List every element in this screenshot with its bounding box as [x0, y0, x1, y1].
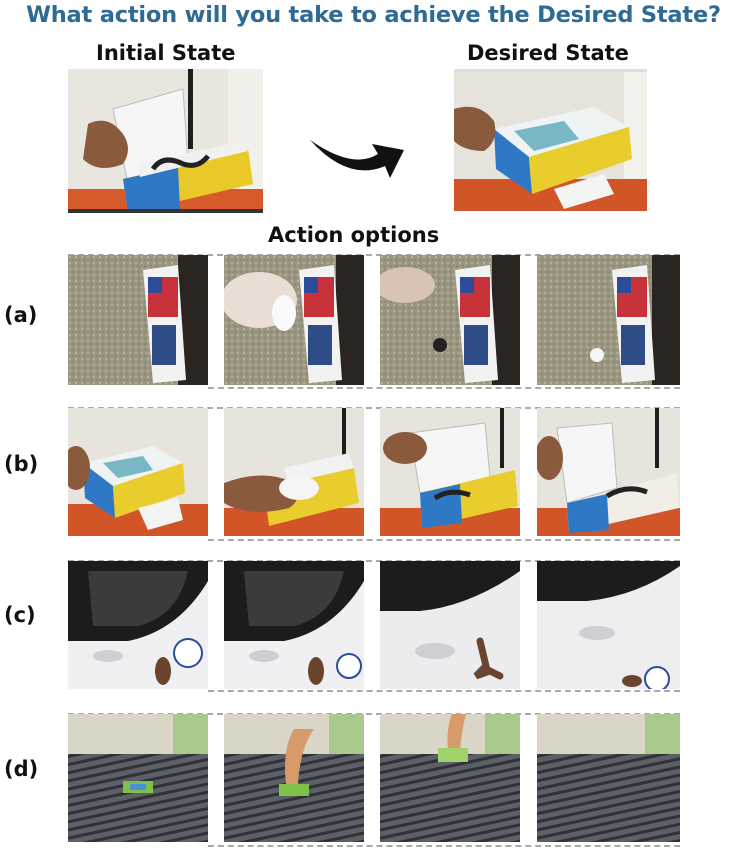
desired-state-image: [454, 69, 647, 211]
option-c-label[interactable]: (c): [4, 603, 36, 627]
row-d-top-dash: [68, 713, 680, 715]
option-a-frame-4: [537, 255, 680, 385]
option-b-frame-4: [537, 408, 680, 536]
option-b-label[interactable]: (b): [4, 452, 39, 476]
option-c-frame-2: [224, 561, 364, 689]
action-options-heading: Action options: [268, 223, 440, 247]
arrow-icon: [308, 118, 406, 178]
row-c-bottom-dash: [208, 690, 680, 692]
question-title: What action will you take to achieve the…: [26, 2, 721, 28]
row-c-top-dash: [68, 560, 680, 562]
desired-state-label: Desired State: [467, 41, 629, 65]
option-b-frame-3: [380, 408, 520, 536]
option-d-frame-1: [68, 714, 208, 842]
option-d-frame-4: [537, 714, 680, 842]
row-b-bottom-dash: [208, 539, 680, 541]
option-d-label[interactable]: (d): [4, 757, 39, 781]
option-b-frame-2: [224, 408, 364, 536]
option-d-frame-2: [224, 714, 364, 842]
initial-state-image: [68, 69, 263, 213]
option-c-frame-3: [380, 561, 520, 689]
row-a-top-dash: [68, 254, 680, 256]
row-d-bottom-dash: [208, 845, 680, 847]
option-b-frame-1: [68, 408, 208, 536]
option-d-frame-3: [380, 714, 520, 842]
row-a-bottom-dash: [208, 387, 680, 389]
option-c-frame-1: [68, 561, 208, 689]
option-c-frame-4: [537, 561, 680, 689]
option-a-frame-3: [380, 255, 520, 385]
option-a-frame-2: [224, 255, 364, 385]
initial-state-label: Initial State: [96, 41, 236, 65]
row-b-top-dash: [68, 407, 680, 409]
option-a-frame-1: [68, 255, 208, 385]
option-a-label[interactable]: (a): [4, 303, 38, 327]
